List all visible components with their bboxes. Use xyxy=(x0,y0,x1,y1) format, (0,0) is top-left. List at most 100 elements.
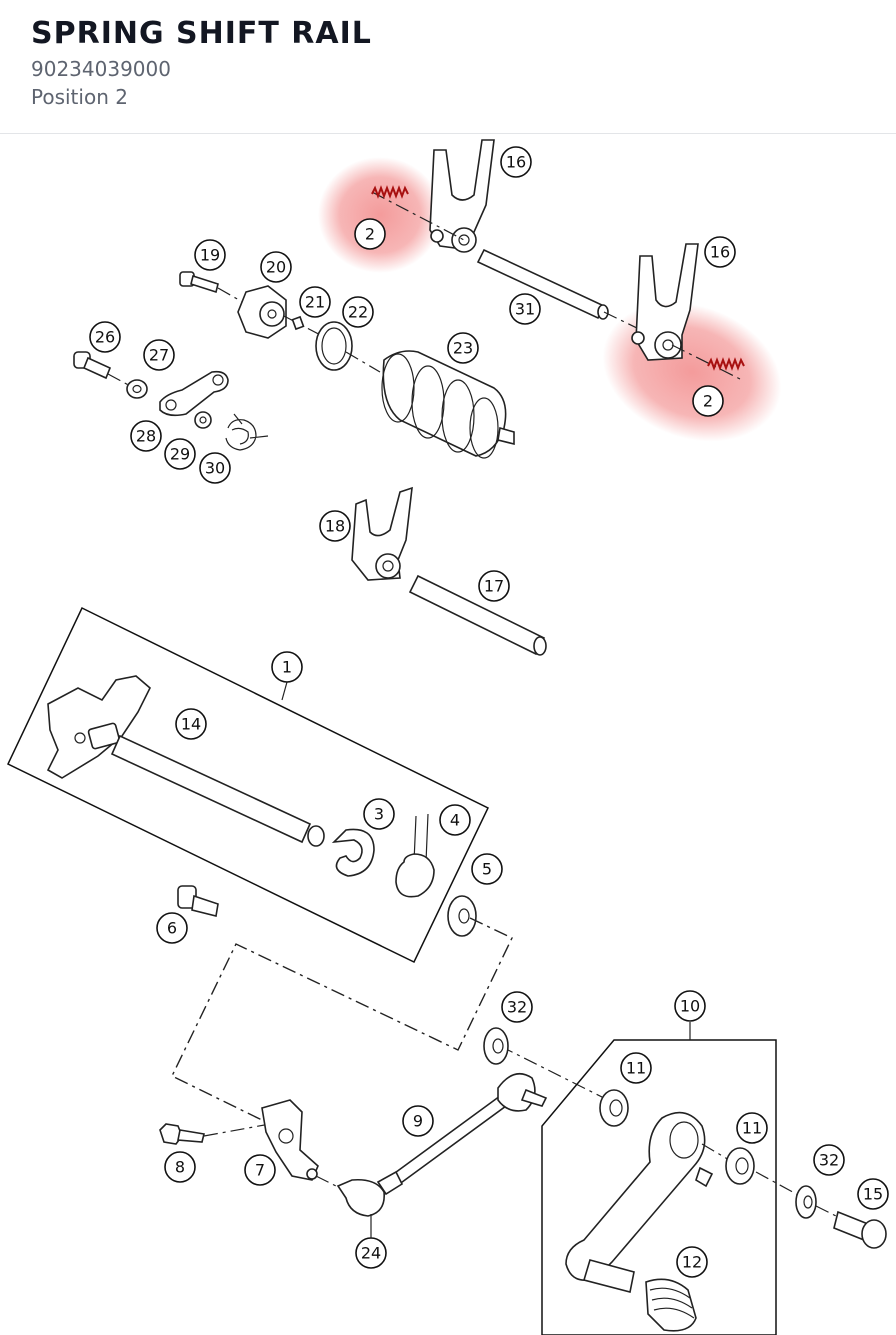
shift-fork-18 xyxy=(351,486,413,581)
svg-text:17: 17 xyxy=(484,577,504,596)
callout-28[interactable]: 28 xyxy=(130,420,162,452)
bolt-8 xyxy=(159,1123,205,1145)
svg-text:31: 31 xyxy=(515,300,535,319)
shift-shaft xyxy=(46,675,325,847)
callout-20[interactable]: 20 xyxy=(260,251,292,283)
callout-18[interactable]: 18 xyxy=(319,510,351,542)
callout-31[interactable]: 31 xyxy=(509,293,541,325)
header: SPRING SHIFT RAIL 90234039000 Position 2 xyxy=(0,0,896,134)
callout-3[interactable]: 3 xyxy=(363,798,395,830)
callout-5[interactable]: 5 xyxy=(471,853,503,885)
page-title: SPRING SHIFT RAIL xyxy=(31,16,372,51)
linkage-path xyxy=(171,917,513,1125)
svg-text:4: 4 xyxy=(450,811,460,830)
callout-32-right[interactable]: 32 xyxy=(813,1144,845,1176)
spring-upper xyxy=(371,185,409,199)
callout-10[interactable]: 10 xyxy=(674,990,706,1022)
washer-29 xyxy=(194,411,212,429)
callout-6[interactable]: 6 xyxy=(156,912,188,944)
shift-drum-23 xyxy=(381,350,515,459)
svg-text:11: 11 xyxy=(626,1059,646,1078)
callout-32-left[interactable]: 32 xyxy=(501,991,533,1023)
svg-text:23: 23 xyxy=(453,339,473,358)
washer-32-left xyxy=(483,1027,509,1065)
svg-text:21: 21 xyxy=(305,293,325,312)
washer-5 xyxy=(447,895,477,937)
shift-rail-17 xyxy=(408,574,547,656)
svg-text:32: 32 xyxy=(507,998,527,1017)
callout-7[interactable]: 7 xyxy=(244,1154,276,1186)
callout-1[interactable]: 1 xyxy=(271,651,303,683)
position-label: Position 2 xyxy=(31,85,128,109)
svg-text:15: 15 xyxy=(863,1185,883,1204)
callout-17[interactable]: 17 xyxy=(478,570,510,602)
part-number: 90234039000 xyxy=(31,57,171,81)
spring-30 xyxy=(225,413,269,451)
callout-16-upper[interactable]: 16 xyxy=(500,146,532,178)
callout-14[interactable]: 14 xyxy=(175,708,207,740)
circlip-3 xyxy=(331,828,375,877)
callout-29[interactable]: 29 xyxy=(164,438,196,470)
shift-rail-31 xyxy=(476,248,609,320)
svg-text:22: 22 xyxy=(348,303,368,322)
svg-text:14: 14 xyxy=(181,715,201,734)
svg-text:2: 2 xyxy=(703,392,713,411)
callout-2-upper[interactable]: 2 xyxy=(354,218,386,250)
ring-22 xyxy=(315,321,353,371)
svg-text:16: 16 xyxy=(710,243,730,262)
callout-26[interactable]: 26 xyxy=(89,321,121,353)
highlight-spring-lower[interactable] xyxy=(583,279,801,466)
shift-arm-7 xyxy=(261,1099,319,1181)
assembly-frame-1 xyxy=(7,606,489,964)
svg-text:20: 20 xyxy=(266,258,286,277)
callout-21[interactable]: 21 xyxy=(299,286,331,318)
svg-text:19: 19 xyxy=(200,246,220,265)
svg-text:6: 6 xyxy=(167,919,177,938)
svg-text:28: 28 xyxy=(136,427,156,446)
axis-upper-rail xyxy=(371,191,465,241)
svg-text:9: 9 xyxy=(413,1112,423,1131)
bearing-11-right xyxy=(725,1147,755,1185)
callout-27[interactable]: 27 xyxy=(143,339,175,371)
callout-11-left[interactable]: 11 xyxy=(620,1052,652,1084)
bearing-11-left xyxy=(599,1089,629,1127)
shift-drum-locating-20 xyxy=(237,285,287,339)
tie-rod-9 xyxy=(386,1072,548,1190)
shift-lever-body xyxy=(565,1111,714,1293)
highlight-spring-upper[interactable] xyxy=(318,157,442,273)
callout-8[interactable]: 8 xyxy=(164,1151,196,1183)
callout-11-right[interactable]: 11 xyxy=(736,1112,768,1144)
screw-19 xyxy=(179,271,219,294)
svg-text:24: 24 xyxy=(361,1244,381,1263)
bolt-26 xyxy=(73,351,112,380)
callout-15[interactable]: 15 xyxy=(857,1178,889,1210)
svg-text:18: 18 xyxy=(325,517,345,536)
svg-text:1: 1 xyxy=(282,658,292,677)
shift-fork-lower xyxy=(631,243,699,361)
callout-2-lower[interactable]: 2 xyxy=(692,385,724,417)
callout-22[interactable]: 22 xyxy=(342,296,374,328)
callout-19[interactable]: 19 xyxy=(194,239,226,271)
svg-text:5: 5 xyxy=(482,860,492,879)
callout-4[interactable]: 4 xyxy=(439,804,471,836)
svg-text:8: 8 xyxy=(175,1158,185,1177)
ball-joint-24 xyxy=(336,1170,404,1217)
svg-text:3: 3 xyxy=(374,805,384,824)
svg-text:12: 12 xyxy=(682,1253,702,1272)
spring-lower xyxy=(707,357,745,371)
callout-12[interactable]: 12 xyxy=(676,1246,708,1278)
callout-16-lower[interactable]: 16 xyxy=(704,236,736,268)
svg-text:32: 32 xyxy=(819,1151,839,1170)
svg-text:2: 2 xyxy=(365,225,375,244)
assembly-frame-10 xyxy=(541,1039,777,1335)
washer-32-right xyxy=(795,1185,817,1219)
stud-6 xyxy=(177,885,219,917)
svg-text:7: 7 xyxy=(255,1161,265,1180)
svg-text:29: 29 xyxy=(170,445,190,464)
footpeg-rubber-12 xyxy=(645,1278,697,1332)
callout-9[interactable]: 9 xyxy=(402,1105,434,1137)
callout-30[interactable]: 30 xyxy=(199,452,231,484)
callout-24[interactable]: 24 xyxy=(355,1237,387,1269)
callout-23[interactable]: 23 xyxy=(447,332,479,364)
